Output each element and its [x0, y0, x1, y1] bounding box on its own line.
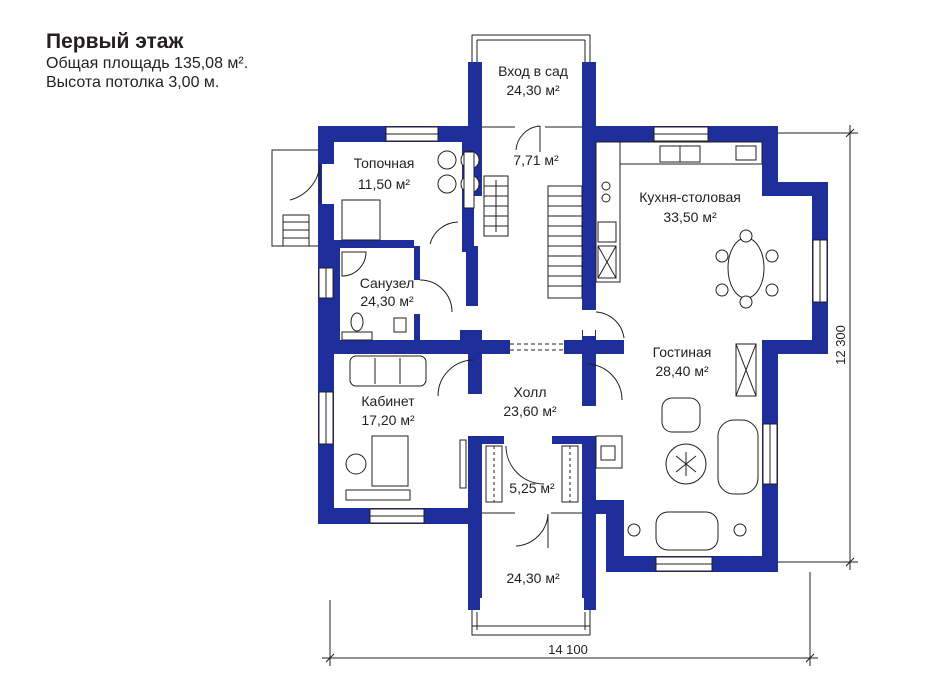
room-area: 33,50 м²: [663, 209, 717, 225]
windows: [318, 126, 828, 572]
bathroom-fixtures: [341, 251, 407, 341]
room-vestibule: 7,71 м²: [513, 152, 559, 168]
room-hall: Холл 23,60 м²: [503, 384, 557, 419]
room-area: 11,50 м²: [358, 176, 411, 192]
room-office: Кабинет 17,20 м²: [361, 393, 415, 428]
dining-table: [715, 229, 779, 309]
room-area: 7,71 м²: [513, 152, 559, 168]
room-area: 24,30 м²: [360, 293, 414, 309]
room-area: 5,25 м²: [509, 480, 555, 496]
room-area: 17,20 м²: [361, 412, 415, 428]
room-entrance-garden: Вход в сад 24,30 м²: [498, 63, 568, 98]
plan-header: Первый этаж Общая площадь 135,08 м². Выс…: [46, 30, 248, 92]
room-area: 24,30 м²: [506, 570, 560, 586]
room-name: Вход в сад: [498, 63, 568, 79]
closets: [485, 445, 579, 503]
room-name: Санузел: [360, 275, 415, 291]
room-name: Холл: [514, 384, 547, 400]
boiler-room-fixtures: [341, 150, 480, 241]
room-area: 28,40 м²: [655, 363, 709, 379]
doors: [289, 124, 625, 548]
office-furniture: [345, 355, 467, 501]
room-name: Кухня-столовая: [639, 189, 741, 205]
ceiling-height-text: Высота потолка 3,00 м.: [46, 74, 220, 91]
top-porch: [471, 34, 591, 128]
room-name: Кабинет: [361, 393, 415, 409]
total-area-text: Общая площадь 135,08 м².: [46, 55, 249, 72]
room-name: Гостиная: [653, 344, 712, 360]
room-area: 24,30 м²: [506, 82, 560, 98]
room-bathroom: Санузел 24,30 м²: [360, 275, 415, 309]
living-room-furniture: [595, 343, 759, 551]
room-area: 23,60 м²: [503, 403, 557, 419]
room-boiler: Топочная 11,50 м²: [354, 155, 415, 192]
dimension-lines: [322, 125, 858, 666]
dimension-height: 12 300: [833, 325, 848, 365]
room-name: Топочная: [354, 155, 415, 171]
floor-title: Первый этаж: [46, 30, 184, 53]
stairs: [483, 175, 583, 299]
kitchen-fixtures: [595, 141, 763, 283]
dimension-width: 14 100: [548, 642, 588, 657]
room-kitchen: Кухня-столовая 33,50 м²: [639, 189, 741, 225]
room-corridor: 5,25 м²: [509, 480, 555, 496]
room-living: Гостиная 28,40 м²: [653, 344, 712, 379]
room-terrace: 24,30 м²: [506, 570, 560, 586]
